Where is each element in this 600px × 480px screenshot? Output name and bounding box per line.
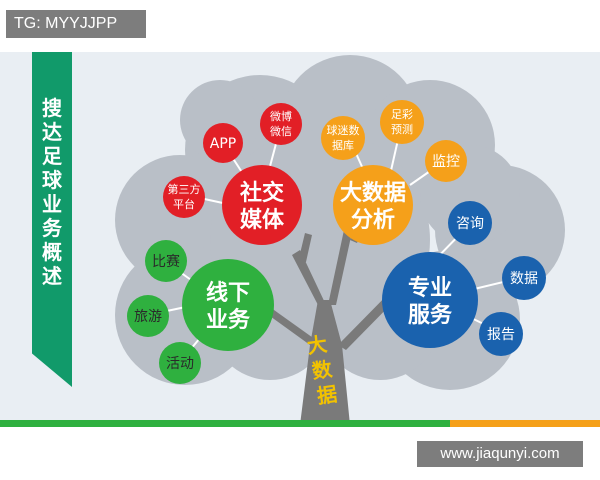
banner-char: 业 [42, 192, 62, 216]
trunk-char: 数 [310, 357, 334, 384]
hub-service-line2: 服务 [408, 303, 453, 328]
banner-char: 务 [42, 216, 62, 240]
banner-char: 足 [42, 144, 62, 168]
leaf-fan-database [321, 116, 365, 160]
leaf-app [203, 123, 243, 163]
hub-offline [182, 259, 274, 351]
leaf-weibo [260, 103, 302, 145]
leaf-travel [127, 295, 169, 337]
banner-char: 球 [42, 168, 62, 192]
leaf-third-party [163, 176, 205, 218]
leaf-data [502, 256, 546, 300]
watermark-tag: TG: MYYJJPP [6, 10, 146, 38]
leaf-lottery-line1: 足彩 [391, 108, 413, 121]
leaf-data-label: 数据 [510, 271, 538, 287]
leaf-lottery-line2: 预测 [391, 123, 413, 136]
leaf-fan-line1: 球迷数 [327, 123, 360, 137]
leaf-monitor [425, 140, 467, 182]
tree-trunk [256, 207, 405, 425]
trunk-char: 大 [305, 332, 328, 359]
hub-social-media [222, 165, 302, 245]
leaf-app-label: APP [210, 136, 236, 152]
leaf-third-party-line1: 第三方 [168, 182, 201, 196]
hub-data-line2: 分析 [351, 208, 395, 233]
leaf-weibo-line2: 微信 [270, 124, 292, 138]
leaf-report [479, 312, 523, 356]
leaf-activity [159, 342, 201, 384]
banner-char: 概 [42, 240, 62, 264]
leaf-monitor-label: 监控 [432, 154, 460, 170]
hub-service-line1: 专业 [408, 275, 452, 301]
banner-title: 搜 达 足 球 业 务 概 述 [36, 96, 68, 288]
leaf-consult [448, 201, 492, 245]
source-url: www.jiaqunyi.com [417, 441, 583, 467]
banner-char: 述 [42, 264, 62, 288]
leaf-weibo-line1: 微博 [270, 109, 292, 123]
leaf-consult-label: 咨询 [456, 216, 484, 232]
hub-offline-line2: 业务 [206, 308, 251, 333]
banner-char: 达 [42, 120, 62, 144]
stripe-green [0, 420, 80, 427]
hub-social-line1: 社交 [240, 180, 284, 206]
leaf-third-party-line2: 平台 [173, 197, 195, 211]
leaf-activity-label: 活动 [166, 356, 194, 372]
leaf-fan-line2: 据库 [332, 138, 354, 152]
leaf-match-label: 比赛 [152, 254, 180, 270]
leaf-report-label: 报告 [487, 327, 515, 343]
hub-offline-line1: 线下 [206, 280, 250, 306]
leaf-lottery [380, 100, 424, 144]
trunk-char: 据 [315, 382, 338, 409]
banner-char: 搜 [42, 96, 62, 120]
leaf-travel-label: 旅游 [134, 309, 162, 325]
hub-big-data [333, 165, 413, 245]
stripe-orange [450, 420, 600, 427]
hub-data-line1: 大数据 [340, 180, 406, 206]
stripe-green-long [80, 420, 450, 427]
hub-social-line2: 媒体 [240, 207, 285, 233]
hub-pro-service [382, 252, 478, 348]
vertical-banner [32, 52, 72, 387]
leaf-match [145, 240, 187, 282]
